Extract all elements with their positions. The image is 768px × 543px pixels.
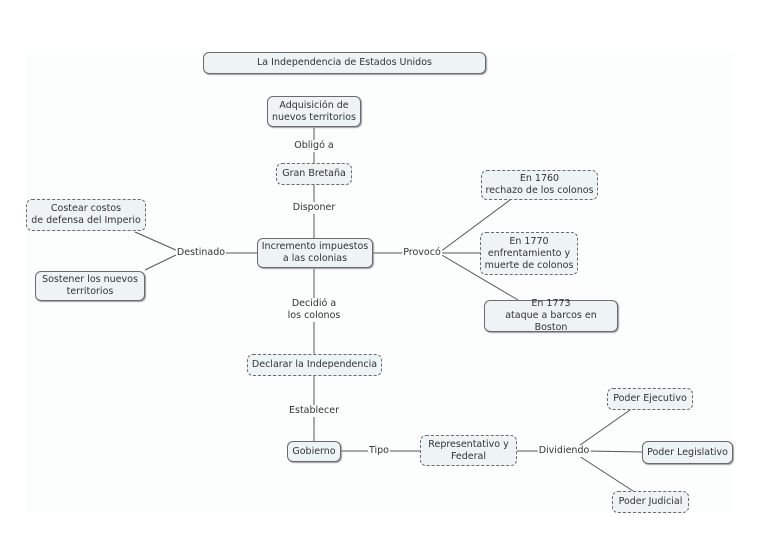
node-judicial[interactable]: Poder Judicial	[612, 491, 689, 513]
line-provoco-1773	[439, 253, 519, 301]
node-title-text: La Independencia de Estados Unidos	[257, 57, 432, 68]
node-en1773[interactable]: En 1773 ataque a barcos en Boston	[484, 298, 618, 333]
node-costear[interactable]: Costear costos de defensa del Imperio	[26, 199, 146, 231]
node-adquisicion-text: Adquisición de nuevos territorios	[272, 99, 356, 123]
line-destinado-costear	[134, 231, 179, 252]
node-ejecutivo-text: Poder Ejecutivo	[613, 393, 687, 404]
node-ejecutivo[interactable]: Poder Ejecutivo	[607, 388, 693, 410]
node-judicial-text: Poder Judicial	[618, 496, 683, 507]
node-representativo-text: Representativo y Federal	[428, 438, 509, 462]
node-gran-bretana[interactable]: Gran Bretaña	[276, 163, 352, 185]
node-declarar[interactable]: Declarar la Independencia	[247, 354, 382, 376]
node-en1770-text: En 1770 enfrentamiento y muerte de colon…	[484, 235, 574, 271]
link-label-dividiendo: Dividiendo	[537, 445, 591, 457]
node-gobierno[interactable]: Gobierno	[287, 441, 341, 462]
line-destinado-sostener	[144, 253, 179, 271]
link-label-disponer: Disponer	[291, 202, 337, 214]
node-incremento-text: Incremento impuestos a las colonias	[261, 241, 369, 264]
node-title[interactable]: La Independencia de Estados Unidos	[203, 52, 486, 74]
node-en1773-text: En 1773 ataque a barcos en Boston	[505, 298, 597, 333]
node-declarar-text: Declarar la Independencia	[251, 359, 378, 370]
node-incremento[interactable]: Incremento impuestos a las colonias	[257, 238, 373, 268]
line-dividiendo-judicial	[572, 451, 634, 492]
link-label-obligo: Obligó a	[293, 140, 335, 152]
link-label-tipo: Tipo	[368, 445, 390, 457]
node-legislativo-text: Poder Legislativo	[647, 446, 728, 458]
line-dividiendo-legislativo	[587, 450, 643, 453]
link-label-destinado: Destinado	[175, 247, 227, 259]
node-representativo[interactable]: Representativo y Federal	[420, 435, 517, 466]
node-legislativo[interactable]: Poder Legislativo	[642, 441, 733, 464]
link-label-decidio: Decidió a los colonos	[286, 298, 342, 322]
link-label-establecer: Establecer	[288, 405, 340, 417]
node-en1760[interactable]: En 1760 rechazo de los colonos	[481, 170, 598, 200]
node-sostener[interactable]: Sostener los nuevos territorios	[35, 271, 145, 301]
node-gobierno-text: Gobierno	[292, 445, 336, 457]
node-sostener-text: Sostener los nuevos territorios	[42, 274, 138, 297]
node-gran-bretana-text: Gran Bretaña	[282, 168, 346, 179]
node-en1760-text: En 1760 rechazo de los colonos	[485, 173, 594, 196]
line-dividiendo-ejecutivo	[572, 409, 631, 451]
line-provoco-1760	[439, 199, 511, 253]
node-en1770[interactable]: En 1770 enfrentamiento y muerte de colon…	[480, 232, 578, 275]
node-costear-text: Costear costos de defensa del Imperio	[31, 203, 141, 226]
link-label-provoco: Provocó	[402, 247, 442, 259]
node-adquisicion[interactable]: Adquisición de nuevos territorios	[267, 96, 361, 127]
